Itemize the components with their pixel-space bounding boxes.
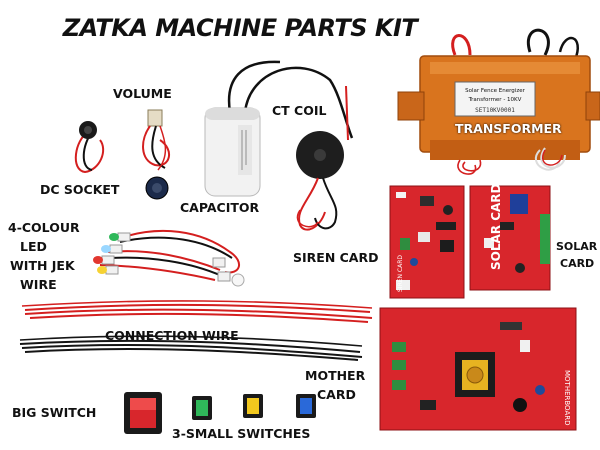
buzzer-icon: [296, 85, 349, 231]
transformer-sticker-line2: Transformer - 10KV: [468, 97, 522, 103]
label-solar-line1: SOLAR: [556, 240, 598, 253]
label-dc-socket: DC SOCKET: [40, 182, 120, 197]
potentiometer-icon: [142, 109, 170, 200]
label-led-line4: WIRE: [20, 277, 57, 292]
label-small-switches: 3-SMALL SWITCHES: [172, 426, 311, 441]
transformer-sticker-line3: SET10KV0001: [475, 107, 515, 114]
label-mother-line1: MOTHER: [305, 368, 366, 383]
transformer-sticker-line1: Solar Fence Energizer: [465, 88, 525, 94]
label-transformer: TRANSFORMER: [455, 121, 562, 136]
label-mother-line2: CARD: [317, 387, 356, 402]
rocker-switch-icon: [296, 394, 316, 418]
capacitor-icon: [204, 60, 354, 197]
page-title: ZATKA MACHINE PARTS KIT: [62, 14, 418, 42]
transformer-icon: Solar Fence Energizer Transformer - 10KV…: [397, 28, 600, 175]
rocker-switch-icon: [243, 394, 263, 418]
label-ct-coil: CT COIL: [272, 103, 327, 118]
label-connection-wire: CONNECTION WIRE: [105, 328, 239, 343]
pcb-icon: MOTHERBOARD: [379, 307, 577, 431]
solar-pcb-silk: SOLAR CARD: [489, 183, 503, 270]
label-big-switch: BIG SWITCH: [12, 405, 97, 420]
wire-bundle-icon: [19, 300, 373, 361]
label-capacitor: CAPACITOR: [180, 200, 260, 215]
siren-pcb-silk: SIREN CARD: [397, 255, 404, 292]
mother-pcb-silk: MOTHERBOARD: [563, 370, 571, 425]
led-icon: [93, 229, 245, 287]
label-siren-card: SIREN CARD: [293, 250, 379, 265]
label-solar-line2: CARD: [560, 257, 595, 270]
label-volume: VOLUME: [113, 86, 172, 101]
rocker-switch-icon: [124, 392, 162, 434]
rocker-switch-icon: [192, 396, 212, 420]
dc-socket-icon: [74, 121, 105, 174]
pcb-icon: SOLAR CARD: [469, 183, 551, 291]
label-led-line2: LED: [20, 239, 47, 254]
label-led-line3: WITH JEK: [10, 258, 75, 273]
label-mother-card: MOTHER CARD: [305, 366, 365, 404]
label-led: 4-COLOUR LED WITH JEK WIRE: [8, 218, 80, 294]
label-led-line1: 4-COLOUR: [8, 220, 80, 235]
pcb-icon: SIREN CARD: [389, 185, 465, 299]
label-solar-card: SOLAR CARD: [556, 238, 597, 272]
